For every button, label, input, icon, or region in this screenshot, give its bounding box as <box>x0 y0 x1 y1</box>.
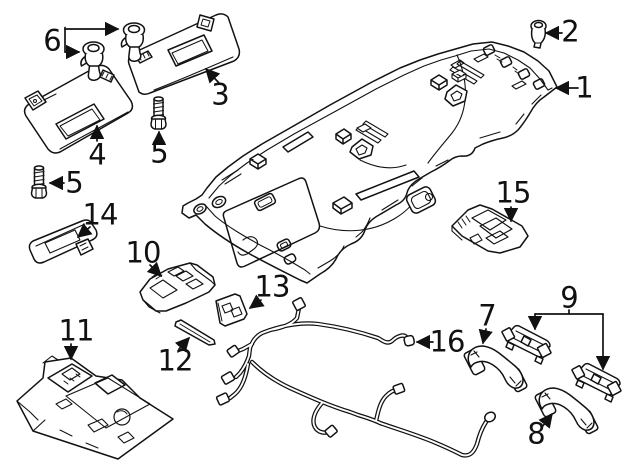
harness-connector <box>392 382 406 395</box>
screw-left <box>30 165 48 199</box>
handle-bracket-front <box>500 324 552 365</box>
trim-strip <box>174 319 216 346</box>
headliner-clip <box>530 19 547 49</box>
mount-plate <box>215 293 248 327</box>
wiring-harness <box>215 297 497 458</box>
callout-9[interactable]: 9 <box>560 280 578 315</box>
bracket-line-9 <box>534 309 604 315</box>
callout-5b[interactable]: 5 <box>65 165 83 200</box>
callout-7[interactable]: 7 <box>478 298 496 333</box>
sun-visor-right <box>127 13 241 96</box>
headliner-panel <box>181 41 558 284</box>
arrow-10 <box>146 261 163 278</box>
visor-mirror <box>167 34 213 67</box>
visor-retainer-clip-upper <box>120 22 146 62</box>
harness-connector-16 <box>403 334 416 347</box>
callout-1[interactable]: 1 <box>575 70 593 105</box>
arrow-13 <box>248 294 265 309</box>
harness-connector <box>215 392 231 406</box>
rear-lamp <box>451 204 529 254</box>
callout-4[interactable]: 4 <box>88 137 106 172</box>
callout-11[interactable]: 11 <box>58 313 95 348</box>
callout-13[interactable]: 13 <box>254 269 291 304</box>
callout-5a[interactable]: 5 <box>150 135 168 170</box>
callout-16[interactable]: 16 <box>429 324 466 359</box>
harness-connector <box>292 297 306 311</box>
callout-arrows <box>48 21 611 429</box>
screw-upper <box>150 96 167 130</box>
callout-3[interactable]: 3 <box>211 77 229 112</box>
sun-visor-left <box>23 64 134 154</box>
grab-handle-front <box>462 345 529 394</box>
console-bracket <box>139 262 216 314</box>
arrow-7 <box>478 328 493 345</box>
harness-tube-core <box>229 307 487 457</box>
arrow-3 <box>205 67 221 84</box>
harness-connector <box>324 424 338 438</box>
harness-connector <box>226 344 240 358</box>
lamp-connector <box>75 238 94 256</box>
visor-mount-bracket <box>24 90 47 111</box>
harness-connector <box>220 371 236 385</box>
harness-connector <box>483 411 497 423</box>
handle-bracket-rear <box>570 362 622 403</box>
visor-mirror <box>55 103 105 140</box>
arrow-12 <box>174 336 190 353</box>
callout-8[interactable]: 8 <box>527 416 545 451</box>
visor-mount-tab <box>196 14 215 32</box>
callout-14[interactable]: 14 <box>82 197 119 232</box>
callout-10[interactable]: 10 <box>125 235 162 270</box>
callout-6[interactable]: 6 <box>43 23 61 58</box>
arrow-8 <box>538 412 553 429</box>
callout-2[interactable]: 2 <box>561 14 579 49</box>
callout-12[interactable]: 12 <box>157 343 194 378</box>
overhead-console <box>16 355 174 460</box>
callout-15[interactable]: 15 <box>495 175 532 210</box>
arrow-14 <box>76 223 93 238</box>
